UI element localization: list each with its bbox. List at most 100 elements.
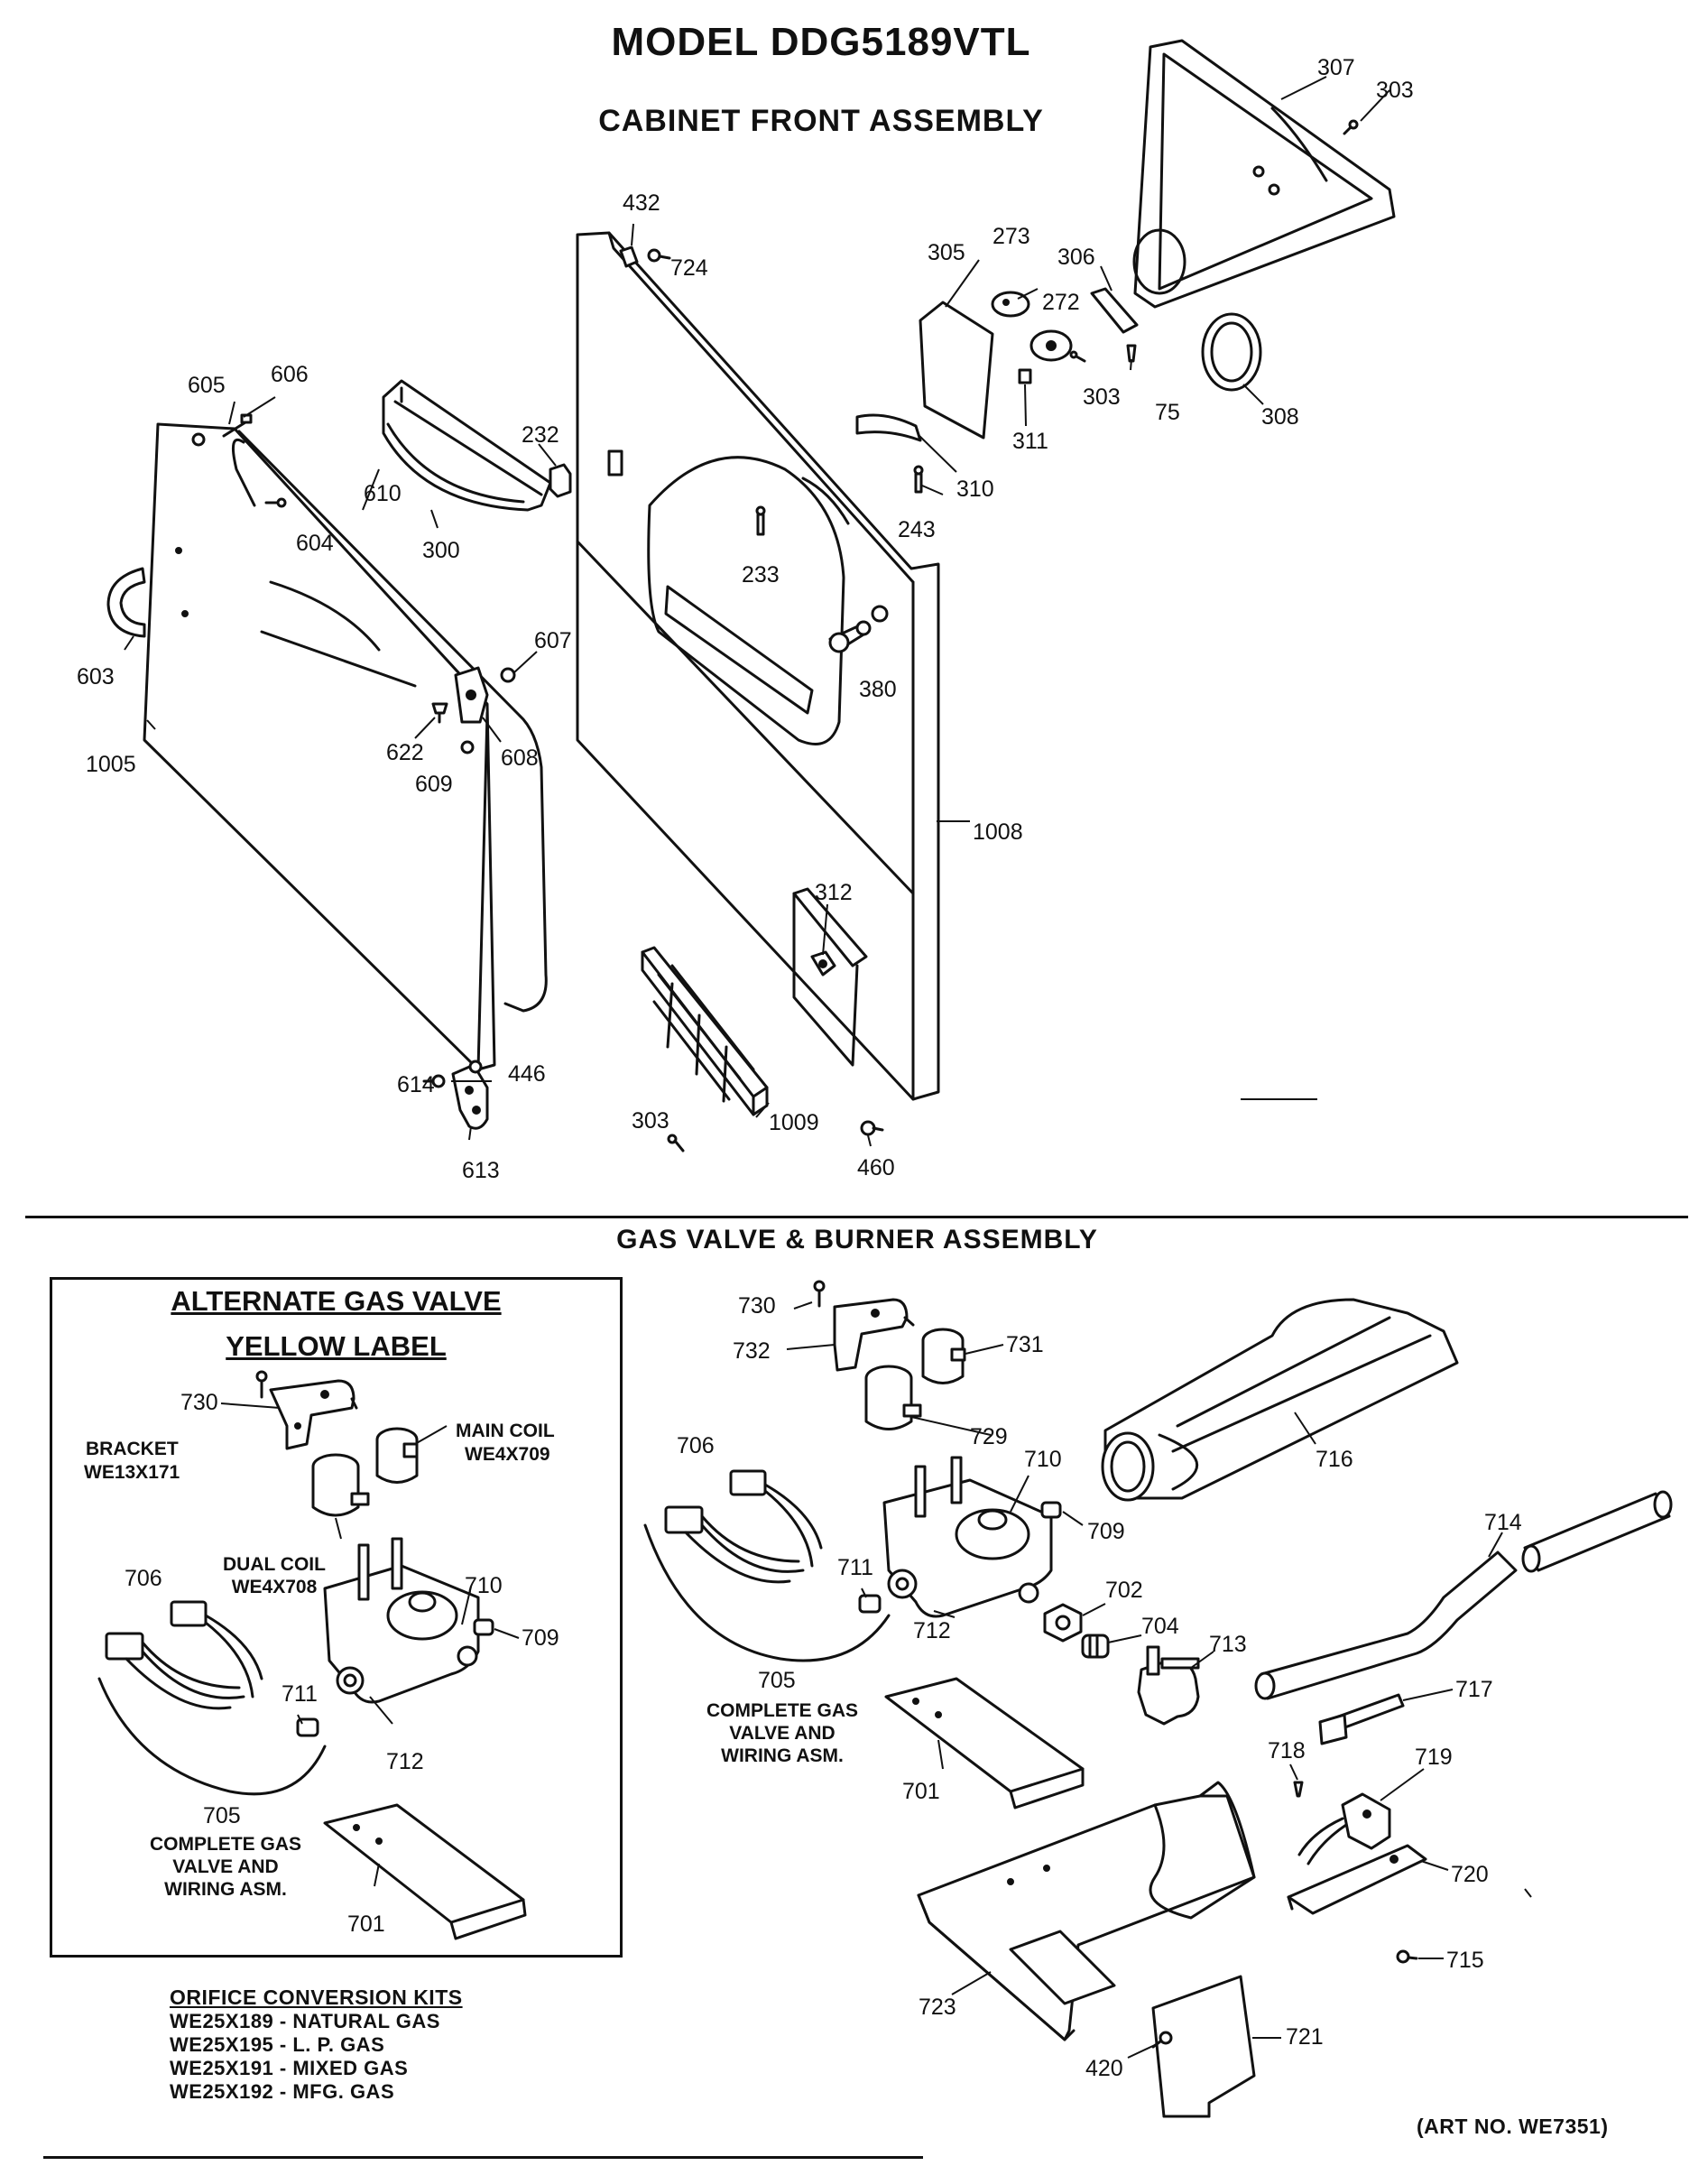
nut-702 — [1043, 1603, 1083, 1643]
part-label: 307 — [1317, 55, 1355, 80]
screw-75 — [1126, 344, 1137, 363]
valve-body-710 — [882, 1456, 1053, 1618]
part-label: 306 — [1057, 245, 1095, 270]
part-label: 706 — [677, 1433, 715, 1458]
part-label: 730 — [180, 1390, 218, 1415]
part-label: 720 — [1451, 1862, 1489, 1887]
part-label: 272 — [1042, 290, 1080, 315]
part-labels-cabinet: 307 303 432 724 305 273 306 272 303 75 3… — [77, 55, 1414, 1183]
part-label: 704 — [1141, 1614, 1179, 1639]
part-label: 706 — [125, 1566, 162, 1591]
alt-complete-caption-2: VALVE AND — [172, 1856, 278, 1877]
part-label: 717 — [1455, 1677, 1493, 1702]
alt-bracket-we13x171 — [269, 1379, 358, 1450]
part-label: 420 — [1085, 2056, 1123, 2081]
screw-303b — [1069, 350, 1086, 363]
alt-valve-body — [323, 1537, 480, 1704]
part-label: 243 — [898, 517, 936, 542]
part-label: 232 — [522, 422, 559, 448]
leader-lines-cabinet — [124, 76, 1390, 1147]
toe-grille-1009 — [641, 946, 769, 1116]
part-label: 710 — [465, 1573, 503, 1598]
part-label: 705 — [203, 1803, 241, 1828]
bracket-701 — [884, 1677, 1085, 1810]
clip-232 — [549, 463, 572, 498]
part-label: 233 — [742, 562, 780, 588]
part-label: 308 — [1261, 404, 1299, 430]
screw-724 — [647, 248, 671, 263]
part-label: 303 — [1083, 384, 1121, 410]
part-label: 311 — [1012, 429, 1048, 454]
retainer-432 — [619, 245, 639, 268]
alt-wiring-harness-706 — [105, 1600, 263, 1710]
part-label: 715 — [1446, 1948, 1484, 1973]
washer-609 — [460, 740, 475, 754]
orifice-704 — [1081, 1634, 1110, 1659]
part-label: 709 — [1087, 1519, 1125, 1544]
part-label: 75 — [1155, 400, 1180, 425]
door-strike-608 — [454, 666, 489, 724]
main-coil-caption: MAIN COIL — [456, 1421, 555, 1441]
part-label: 305 — [928, 240, 965, 265]
part-label: 709 — [522, 1625, 559, 1651]
alt-complete-caption-3: WIRING ASM. — [164, 1879, 287, 1900]
pipe-section — [1521, 1490, 1673, 1573]
alt-fitting-709 — [473, 1618, 494, 1636]
part-label: 701 — [347, 1911, 385, 1937]
part-label: 1008 — [973, 819, 1023, 845]
part-label: 702 — [1105, 1578, 1143, 1603]
dual-coil-part-number: WE4X708 — [232, 1577, 318, 1597]
bracket-312 — [810, 950, 836, 977]
door-handle-603 — [106, 567, 146, 638]
part-label: 603 — [77, 664, 115, 690]
screw-460 — [860, 1120, 884, 1136]
leader-lines-main — [786, 1301, 1532, 2059]
part-label: 713 — [1209, 1632, 1247, 1657]
wiring-harness-706 — [664, 1469, 823, 1584]
screw-303c — [667, 1134, 685, 1152]
valve-713 — [1137, 1645, 1200, 1726]
part-label: 613 — [462, 1158, 500, 1183]
door-panel-1005 — [143, 422, 548, 1071]
gas-valve-burner-heading: GAS VALVE & BURNER ASSEMBLY — [616, 1225, 1098, 1254]
lint-filter-300 — [382, 379, 552, 512]
alternate-gas-valve-title: ALTERNATE GAS VALVE — [171, 1285, 502, 1317]
leader-lines-alt — [220, 1402, 520, 1887]
section-divider — [25, 1216, 1688, 1218]
orifice-kit-item: WE25X192 - MFG. GAS — [170, 2080, 395, 2103]
manifold-714 — [1254, 1550, 1518, 1700]
felt-seal-308 — [1201, 312, 1262, 392]
bracket-part-number: WE13X171 — [84, 1462, 180, 1483]
part-label: 303 — [1376, 78, 1414, 103]
part-label: 711 — [837, 1555, 873, 1580]
bracket-306 — [1090, 287, 1139, 334]
part-label: 729 — [970, 1424, 1008, 1449]
part-label: 1009 — [769, 1110, 819, 1135]
complete-caption-3: WIRING ASM. — [721, 1745, 844, 1766]
alternate-gas-valve-box — [50, 1277, 623, 1958]
art-number: (ART NO. WE7351) — [1417, 2115, 1609, 2138]
igniter-717 — [1318, 1693, 1405, 1745]
bumper-607 — [500, 667, 516, 683]
screw-614 — [422, 1074, 446, 1088]
part-label: 705 — [758, 1668, 796, 1693]
orifice-kit-item: WE25X195 - L. P. GAS — [170, 2033, 385, 2056]
alt-assembly-bracket-line — [97, 1677, 327, 1796]
part-label: 718 — [1268, 1738, 1306, 1763]
part-label: 701 — [902, 1779, 940, 1804]
bracket-720 — [1287, 1844, 1427, 1915]
model-title: MODEL DDG5189VTL — [611, 20, 1031, 64]
fitting-711 — [858, 1594, 882, 1614]
part-label: 609 — [415, 772, 453, 797]
part-label: 730 — [738, 1293, 776, 1319]
part-label: 432 — [623, 190, 660, 216]
part-label: 723 — [919, 1995, 956, 2020]
bracket-caption: BRACKET — [86, 1439, 179, 1459]
part-labels-alternate: 730 706 710 709 711 712 705 701 BRACKET … — [84, 1390, 559, 1937]
washer-605 — [191, 432, 206, 447]
alt-bracket-701 — [323, 1803, 527, 1940]
bulkhead-307 — [1132, 39, 1396, 309]
yellow-label-title: YELLOW LABEL — [226, 1330, 447, 1362]
front-panel-1008 — [576, 231, 940, 1101]
